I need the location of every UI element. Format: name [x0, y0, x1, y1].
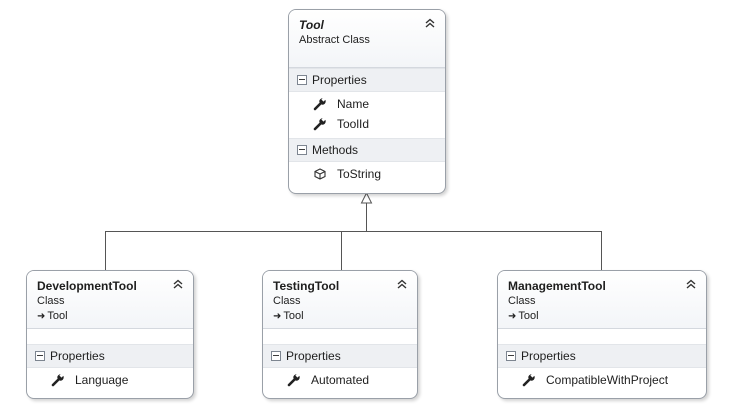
section-properties[interactable]: Properties [289, 68, 445, 92]
property-item[interactable]: Automated [263, 370, 417, 390]
class-header: TestingTool Class ➜Tool [263, 271, 417, 329]
collapse-chevron-icon[interactable] [171, 278, 185, 290]
class-name: DevelopmentTool [37, 279, 137, 293]
section-properties[interactable]: Properties [263, 344, 417, 368]
member-name: Name [337, 97, 370, 111]
property-item[interactable]: Language [27, 370, 193, 390]
property-item[interactable]: Name [289, 94, 445, 114]
wrench-icon [51, 373, 64, 387]
method-item[interactable]: ToString [289, 164, 445, 184]
collapse-toggle-icon[interactable] [297, 144, 307, 155]
section-title: Properties [312, 73, 367, 87]
class-box-tool[interactable]: Tool Abstract Class Properties Name Tool… [288, 9, 446, 194]
class-box-management-tool[interactable]: ManagementTool Class ➜Tool Properties Co… [497, 270, 707, 399]
wrench-icon [313, 117, 326, 131]
member-name: Language [75, 373, 129, 387]
section-properties[interactable]: Properties [498, 344, 706, 368]
inherits-arrow-icon: ➜ [37, 311, 46, 322]
collapse-chevron-icon[interactable] [395, 278, 409, 290]
class-name: TestingTool [273, 279, 340, 293]
class-name: Tool [299, 18, 324, 32]
member-name: Automated [311, 373, 370, 387]
class-kind: Abstract Class [299, 34, 370, 46]
section-properties[interactable]: Properties [27, 344, 193, 368]
method-cube-icon [314, 168, 326, 180]
property-item[interactable]: ToolId [289, 114, 445, 134]
class-name: ManagementTool [508, 279, 606, 293]
collapse-toggle-icon[interactable] [271, 350, 281, 361]
class-kind: Class [508, 295, 536, 307]
collapse-chevron-icon[interactable] [423, 17, 437, 29]
inherits-arrow-icon: ➜ [273, 311, 282, 322]
section-title: Properties [50, 349, 105, 363]
section-methods[interactable]: Methods [289, 138, 445, 162]
section-title: Properties [286, 349, 341, 363]
property-item[interactable]: CompatibleWithProject [498, 370, 706, 390]
class-box-testing-tool[interactable]: TestingTool Class ➜Tool Properties Autom… [262, 270, 418, 399]
class-kind: Class [37, 295, 65, 307]
class-header: Tool Abstract Class [289, 10, 445, 68]
inherits-arrow-icon: ➜ [508, 311, 517, 322]
member-name: CompatibleWithProject [546, 373, 669, 387]
section-title: Properties [521, 349, 576, 363]
section-title: Methods [312, 143, 359, 157]
inheritance-arrowhead-icon [360, 191, 373, 204]
base-type: ➜Tool [508, 309, 706, 324]
collapse-chevron-icon[interactable] [684, 278, 698, 290]
base-type-name: Tool [283, 310, 304, 322]
class-header: DevelopmentTool Class ➜Tool [27, 271, 193, 329]
class-header: ManagementTool Class ➜Tool [498, 271, 706, 329]
collapse-toggle-icon[interactable] [506, 350, 516, 361]
collapse-toggle-icon[interactable] [297, 74, 307, 85]
base-type-name: Tool [518, 310, 539, 322]
base-type: ➜Tool [37, 309, 193, 324]
class-kind: Class [273, 295, 301, 307]
class-box-development-tool[interactable]: DevelopmentTool Class ➜Tool Properties L… [26, 270, 194, 399]
wrench-icon [287, 373, 300, 387]
member-name: ToString [337, 167, 382, 181]
base-type: ➜Tool [273, 309, 417, 324]
wrench-icon [522, 373, 535, 387]
collapse-toggle-icon[interactable] [35, 350, 45, 361]
wrench-icon [313, 97, 326, 111]
base-type-name: Tool [47, 310, 68, 322]
member-name: ToolId [337, 117, 370, 131]
